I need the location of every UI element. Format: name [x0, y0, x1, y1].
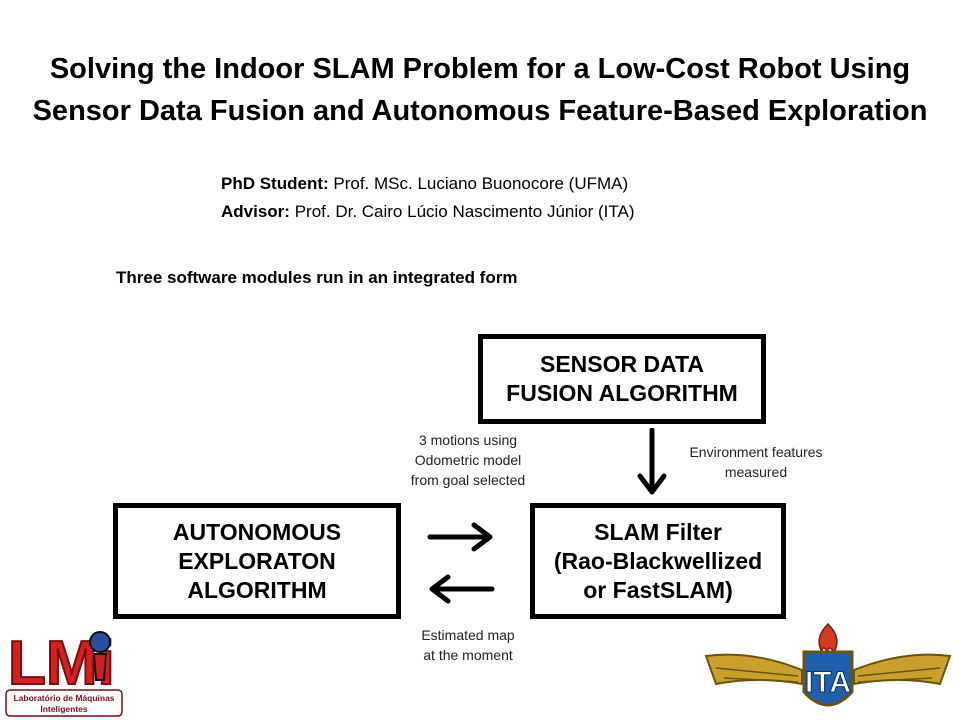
exploration-box: AUTONOMOUS EXPLORATON ALGORITHM [113, 503, 401, 619]
sensor-fusion-box: SENSOR DATA FUSION ALGORITHM [478, 334, 766, 424]
title-line-1: Solving the Indoor SLAM Problem for a Lo… [49, 53, 911, 85]
shield-icon [802, 650, 854, 707]
student-name: Prof. MSc. Luciano Buonocore (UFMA) [328, 174, 629, 193]
advisor-line: Advisor: Prof. Dr. Cairo Lúcio Nasciment… [221, 198, 634, 226]
right-wing-icon [853, 653, 952, 686]
flame-icon [818, 622, 838, 655]
student-line: PhD Student: Prof. MSc. Luciano Buonocor… [221, 170, 634, 198]
student-label: PhD Student: [221, 174, 329, 193]
left-wing-icon [704, 653, 803, 686]
arrow-left-icon [429, 574, 495, 604]
credits: PhD Student: Prof. MSc. Luciano Buonocor… [221, 170, 634, 226]
lmi-logo-caption-1: Laboratório de Máquinas [13, 693, 114, 703]
map-note: Estimated map at the moment [421, 627, 515, 663]
advisor-label: Advisor: [221, 202, 290, 221]
intro-text: Three software modules run in an integra… [116, 268, 518, 287]
ita-emblem-letters: ITA [805, 666, 851, 699]
arrow-right-icon [427, 522, 493, 552]
motions-note: 3 motions using Odometric model from goa… [410, 432, 526, 488]
lmi-logo: LMi Laboratório de Máquinas Inteligentes [5, 628, 123, 717]
slide-title: Solving the Indoor SLAM Problem for a Lo… [0, 48, 960, 132]
features-note: Environment features measured [689, 444, 823, 480]
robot-figure-icon [89, 631, 111, 653]
slam-filter-box: SLAM Filter (Rao-Blackwellized or FastSL… [530, 503, 786, 619]
ita-emblem: ITA [704, 622, 952, 707]
arrow-down-icon [637, 428, 667, 495]
advisor-name: Prof. Dr. Cairo Lúcio Nascimento Júnior … [289, 202, 635, 221]
title-line-2: Sensor Data Fusion and Autonomous Featur… [32, 95, 928, 127]
lmi-logo-caption-2: Inteligentes [40, 704, 88, 714]
